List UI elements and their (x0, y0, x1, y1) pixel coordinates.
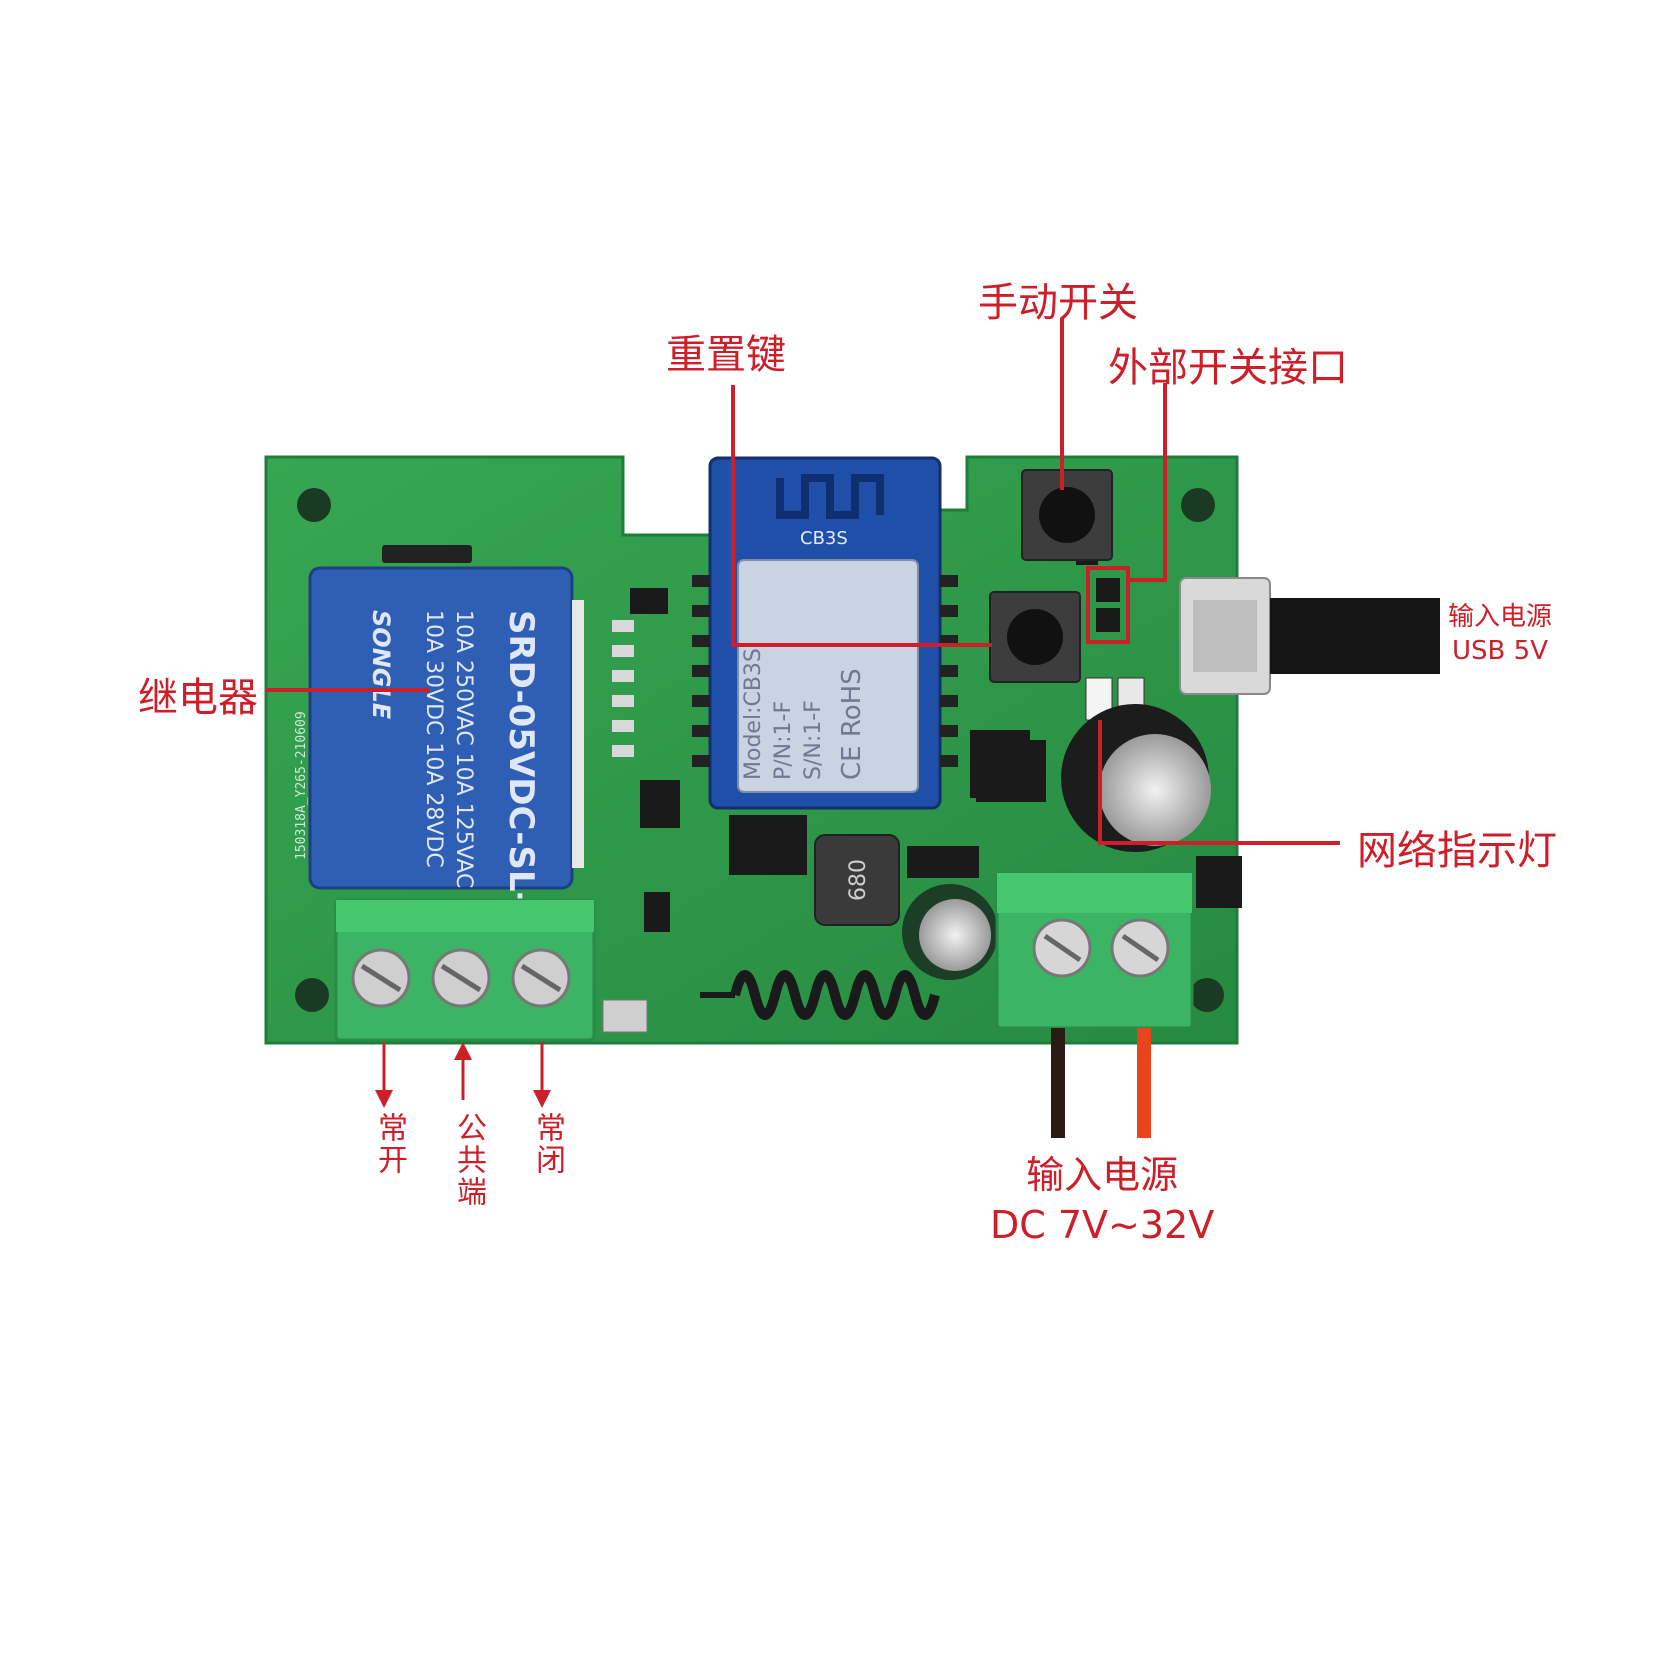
module-model: Model:CB3S (741, 648, 766, 780)
relay-rating-1: 10A 250VAC 10A 125VAC (451, 610, 476, 888)
pcb-marking: 150318A_Y265-210609 (294, 711, 309, 860)
usb-power-label: 输入电源 USB 5V (1448, 600, 1552, 668)
usb-power-line1: 输入电源 (1448, 602, 1553, 632)
arrow-down-icon (533, 1042, 551, 1108)
usb-power-line2: USB 5V (1452, 636, 1548, 666)
terminal-screw (351, 948, 411, 1008)
wifi-module-name: CB3S (800, 528, 848, 549)
relay-brand: SONGLE (367, 610, 395, 720)
mounting-hole (295, 978, 329, 1012)
capacitor-small (902, 884, 998, 980)
terminal-screw (511, 948, 571, 1008)
regulator-ic (976, 740, 1046, 802)
arrow-down-icon (375, 1042, 393, 1108)
manual-switch-label: 手动开关 (978, 280, 1138, 326)
external-switch-header (1086, 566, 1130, 644)
reset-switch (989, 591, 1081, 683)
power-terminal-block (995, 871, 1194, 1030)
module-pn: P/N:1-F (771, 701, 796, 780)
usb-connector (1179, 577, 1440, 695)
relay-rating-2: 10A 30VDC 10A 28VDC (421, 610, 446, 868)
mounting-hole (297, 488, 331, 522)
network-indicator-label: 网络指示灯 (1357, 828, 1557, 874)
leader-lines (266, 318, 1340, 845)
module-ce: CE RoHS (837, 668, 867, 780)
arrow-up-icon (454, 1042, 472, 1100)
reset-key-label: 重置键 (666, 332, 786, 378)
normally-closed-label: 常闭 (530, 1112, 565, 1176)
external-switch-port-label: 外部开关接口 (1108, 345, 1348, 391)
relay-label: 继电器 (138, 675, 258, 721)
dc-power-line2: DC 7V~32V (990, 1203, 1215, 1247)
relay-terminal-block (334, 898, 596, 1042)
manual-switch (1021, 469, 1113, 561)
module-sn: S/N:1-F (801, 700, 826, 780)
mounting-hole (1190, 978, 1224, 1012)
ground-wire (1051, 1028, 1065, 1138)
dc-power-label: 输入电源 DC 7V~32V (990, 1150, 1214, 1250)
inductor: 680 (814, 834, 900, 926)
inductor-marking: 680 (846, 859, 871, 901)
positive-wire (1137, 1028, 1151, 1138)
smd-components (382, 525, 1242, 1033)
terminal-screw (1110, 918, 1170, 978)
mounting-hole (1181, 488, 1215, 522)
terminal-screw (431, 948, 491, 1008)
dc-power-line1: 输入电源 (1026, 1153, 1179, 1197)
relay-model: SRD-05VDC-SL-C (501, 610, 541, 931)
terminal-screw (1032, 918, 1092, 978)
relay: SRD-05VDC-SL-C 10A 250VAC 10A 125VAC 10A… (308, 566, 584, 931)
antenna-coil (700, 970, 940, 1020)
wifi-module: CB3S Model:CB3S P/N:1-F S/N:1-F CE RoHS (692, 456, 958, 810)
normally-open-label: 常开 (372, 1112, 407, 1176)
common-label: 公共端 (451, 1112, 486, 1208)
